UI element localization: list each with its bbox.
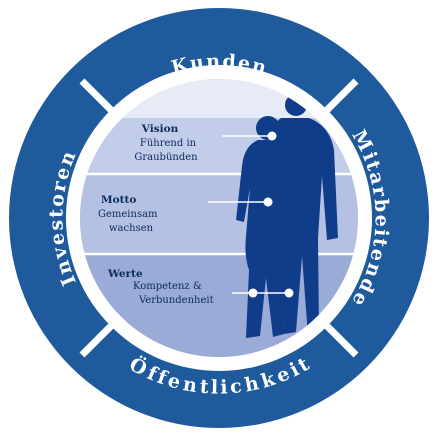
werte-block: Werte Kompetenz & Verbundenheit (107, 268, 214, 306)
werte-line-2: Verbundenheit (138, 295, 214, 306)
vision-block: Vision Führend in Graubünden (134, 123, 198, 163)
werte-line-1: Kompetenz & (133, 281, 202, 292)
motto-line-1: Gemeinsam (98, 209, 158, 220)
motto-connector (208, 197, 273, 207)
vision-line-2: Graubünden (134, 152, 198, 163)
motto-line-2: wachsen (109, 223, 154, 234)
vision-connector (222, 131, 277, 141)
motto-block: Motto Gemeinsam wachsen (98, 194, 158, 234)
vision-line-1: Führend in (140, 138, 197, 149)
motto-title: Motto (101, 194, 136, 206)
vision-title: Vision (141, 123, 179, 135)
werte-title: Werte (107, 268, 143, 280)
people-silhouette (236, 94, 338, 338)
werte-connector (232, 288, 294, 298)
